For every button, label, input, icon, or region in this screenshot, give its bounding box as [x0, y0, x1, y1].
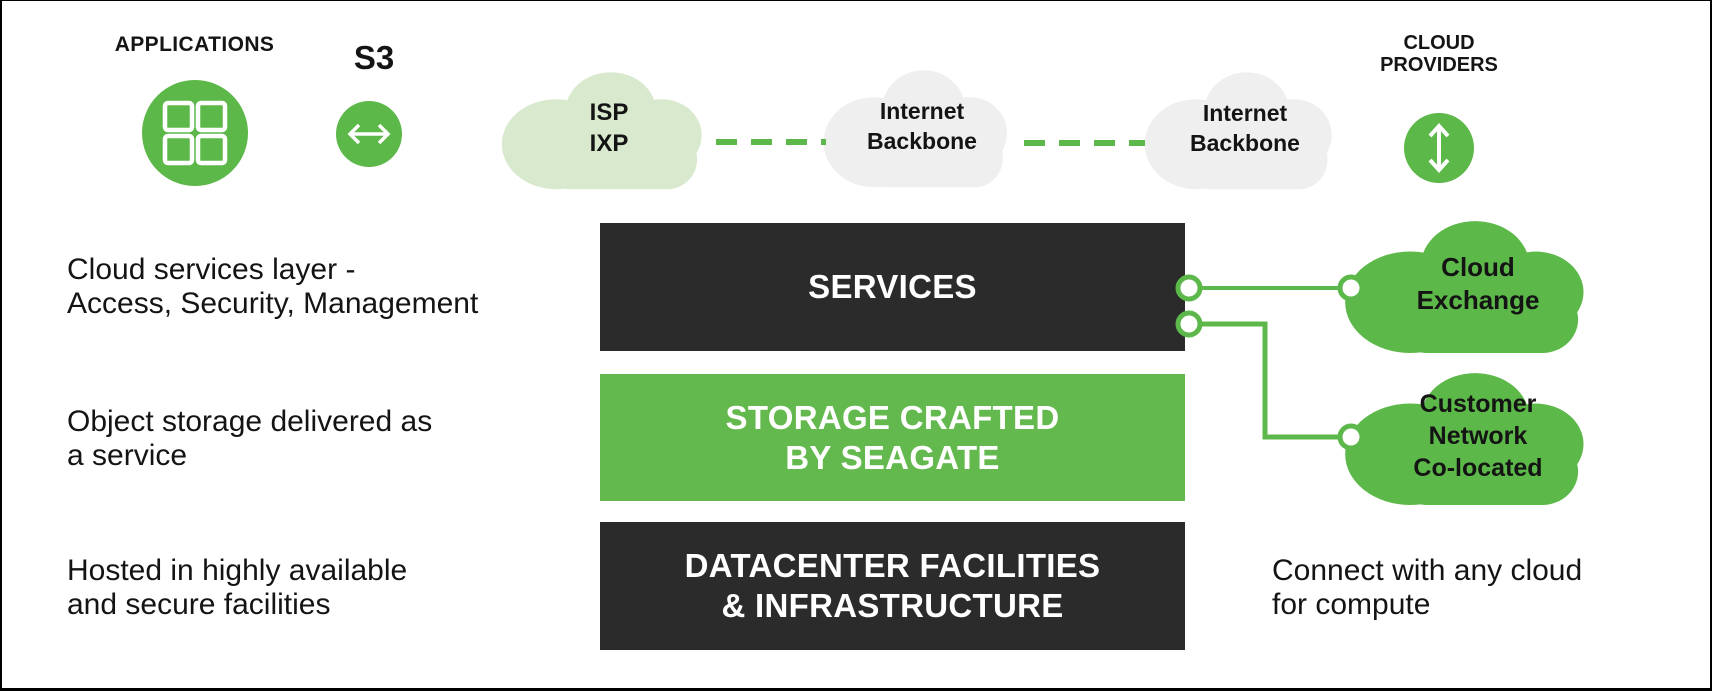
storage-bar-title-line2: BY SEAGATE: [785, 438, 1000, 476]
applications-label: APPLICATIONS: [114, 33, 275, 56]
app-grid-icon: [142, 80, 248, 186]
bidirectional-horizontal-arrow-icon: [336, 101, 402, 167]
datacenter-bar-title-line1: DATACENTER FACILITIES: [684, 547, 1101, 584]
link-services-customer-network: [1192, 321, 1348, 440]
storage-bar: STORAGE CRAFTED BY SEAGATE: [600, 374, 1185, 501]
storage-bar-title-line1: STORAGE CRAFTED: [725, 398, 1060, 436]
internet-backbone-cloud-1-text: Internet Backbone: [867, 98, 977, 154]
internet-backbone-cloud-2-text: Internet Backbone: [1190, 100, 1300, 156]
internet-backbone-cloud-2: Internet Backbone: [1143, 65, 1347, 191]
customer-network-cloud: Customer Network Co-located: [1343, 365, 1603, 507]
datacenter-description: Hosted in highly available and secure fa…: [67, 554, 408, 621]
services-bar-title: SERVICES: [808, 268, 977, 305]
storage-description: Object storage delivered as a service: [67, 405, 433, 472]
cloud-exchange-text: Cloud Exchange: [1416, 252, 1540, 315]
datacenter-bar-title-line2: & INFRASTRUCTURE: [721, 587, 1064, 624]
internet-backbone-cloud-1: Internet Backbone: [822, 63, 1022, 189]
cloud-providers-label: CLOUD PROVIDERS: [1380, 32, 1498, 76]
customer-network-text: Customer Network Co-located: [1413, 390, 1543, 482]
s3-label: S3: [353, 39, 395, 76]
services-bar: SERVICES: [600, 223, 1185, 351]
bidirectional-vertical-arrow-icon: [1404, 113, 1474, 183]
isp-ixp-cloud-text: ISP IXP: [589, 99, 629, 157]
datacenter-bar: DATACENTER FACILITIES & INFRASTRUCTURE: [600, 522, 1185, 650]
services-description: Cloud services layer - Access, Security,…: [67, 253, 479, 320]
cloud-exchange-cloud: Cloud Exchange: [1343, 213, 1603, 355]
connect-note: Connect with any cloud for compute: [1272, 554, 1583, 621]
isp-ixp-cloud: ISP IXP: [500, 65, 718, 191]
